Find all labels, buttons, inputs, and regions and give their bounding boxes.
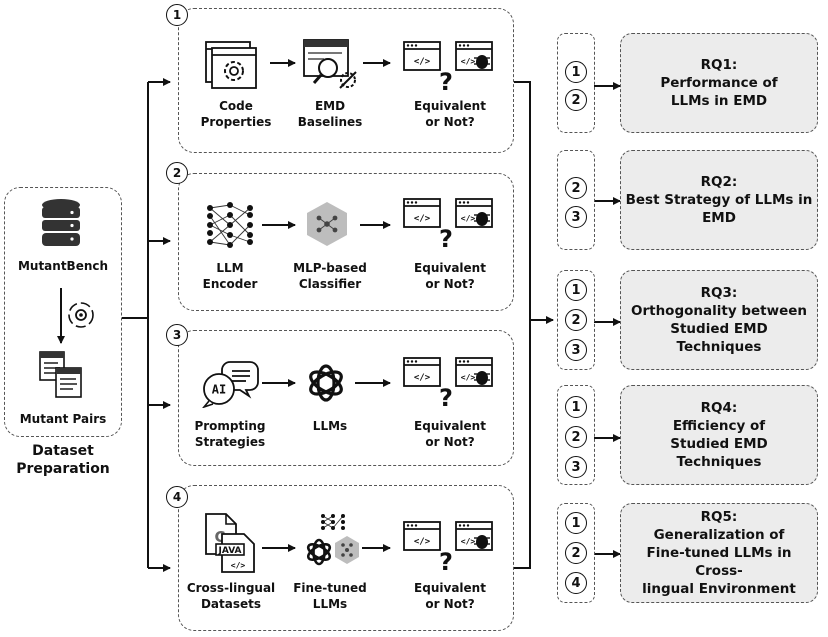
mutant-pairs-label: Mutant Pairs [19,412,107,426]
rq3-box: RQ3: Orthogonality between Studied EMD T… [620,270,818,370]
step-label-3-3: Equivalent or Not? [414,419,486,449]
rq2-input-2: 3 [565,206,587,228]
step-label-2-3: Equivalent or Not? [414,261,486,291]
step-label-4-1: Cross-lingual Datasets [186,581,276,611]
rq1-input-column [557,33,595,133]
pipeline-box-4 [178,485,514,631]
rq1-title: RQ1: [700,57,738,73]
step-label-4-2: Fine-tuned LLMs [293,581,367,611]
rq1-description: Performance of LLMs in EMD [660,75,778,109]
rq2-input-column [557,150,595,250]
rq4-input-2: 2 [565,426,587,448]
svg-text:</>: </> [461,57,476,66]
equivalence-check-icon: </> </> ? [403,198,493,249]
step-label-3-2: LLMs [312,419,348,433]
openai-logo-icon [309,364,343,402]
equivalence-check-icon: </> </> ? [403,357,493,408]
pipeline-box-1 [178,8,514,153]
svg-text:</>: </> [414,537,431,547]
database-icon [42,199,80,246]
ai-text: AI [212,383,226,397]
gear-cycle-icon [68,302,94,328]
pipeline-tag-1: 1 [166,4,188,26]
step-label-1-2: EMD Baselines [297,99,363,129]
rq3-title: RQ3: [700,285,738,301]
svg-text:C: C [214,528,225,546]
rq5-title: RQ5: [700,509,738,525]
equivalence-check-icon: </> </> ? [403,521,493,572]
rq4-description: Efficiency of Studied EMD Techniques [670,418,768,470]
neural-network-icon [207,202,253,248]
rq2-description: Best Strategy of LLMs in EMD [625,192,813,226]
svg-text:?: ? [439,68,453,92]
rq4-input-3: 3 [565,456,587,478]
rq4-input-1: 1 [565,396,587,418]
svg-text:?: ? [439,384,453,408]
dataset-preparation-box [4,187,122,437]
rq1-input-1: 1 [565,61,587,83]
rq3-input-3: 3 [565,339,587,361]
java-text: JAVA [217,546,241,556]
rq5-description: Generalization of Fine-tuned LLMs in Cro… [642,527,796,597]
svg-text:</>: </> [461,537,476,546]
step-label-2-1: LLM Encoder [202,261,258,291]
merge-bracket [514,81,531,569]
rq3-description: Orthogonality between Studied EMD Techni… [630,303,807,355]
rq4-box: RQ4: Efficiency of Studied EMD Technique… [620,385,818,485]
classifier-hexagon-icon [307,202,347,246]
svg-text:</>: </> [461,373,476,382]
dataset-preparation-caption: Dataset Preparation [16,443,110,477]
rq1-input-2: 2 [565,89,587,111]
fine-tuned-llms-icon [306,514,359,566]
rq2-box: RQ2: Best Strategy of LLMs in EMD [620,150,818,250]
mutant-pairs-icon [39,351,82,398]
rq5-box: RQ5: Generalization of Fine-tuned LLMs i… [620,503,818,603]
cross-lingual-files-icon: C JAVA </> [205,513,255,573]
svg-text:</>: </> [414,214,431,224]
pipeline-tag-4: 4 [166,486,188,508]
equivalence-check-icon: </> </> ? [403,41,493,92]
step-label-2-2: MLP-based Classifier [293,261,367,291]
svg-text:</>: </> [414,57,431,67]
pipeline-box-2 [178,173,514,311]
svg-text:?: ? [439,548,453,572]
rq5-input-2: 2 [565,542,587,564]
rq5-input-3: 4 [565,572,587,594]
rq2-input-1: 2 [565,177,587,199]
rq3-input-1: 1 [565,279,587,301]
svg-text:</>: </> [461,214,476,223]
step-label-3-1: Prompting Strategies [194,419,266,449]
code-properties-icon [205,41,257,89]
rq4-title: RQ4: [700,400,738,416]
pipeline-tag-3: 3 [166,324,188,346]
svg-text:</>: </> [231,561,246,570]
pipeline-tag-2: 2 [166,162,188,184]
emd-baselines-icon [303,39,357,89]
rq1-box: RQ1: Performance of LLMs in EMD [620,33,818,133]
svg-text:</>: </> [414,373,431,383]
svg-text:?: ? [439,225,453,249]
rq3-input-column [557,270,595,370]
rq4-input-column [557,385,595,485]
mutantbench-label: MutantBench [17,259,109,273]
pipeline-box-3 [178,330,514,466]
rq2-title: RQ2: [700,174,738,190]
rq3-input-2: 2 [565,309,587,331]
rq5-input-1: 1 [565,512,587,534]
step-label-1-3: Equivalent or Not? [414,99,486,129]
step-label-4-3: Equivalent or Not? [414,581,486,611]
step-label-1-1: Code Properties [200,99,272,129]
prompting-chat-icon: AI [202,361,259,408]
rq5-input-column [557,503,595,603]
